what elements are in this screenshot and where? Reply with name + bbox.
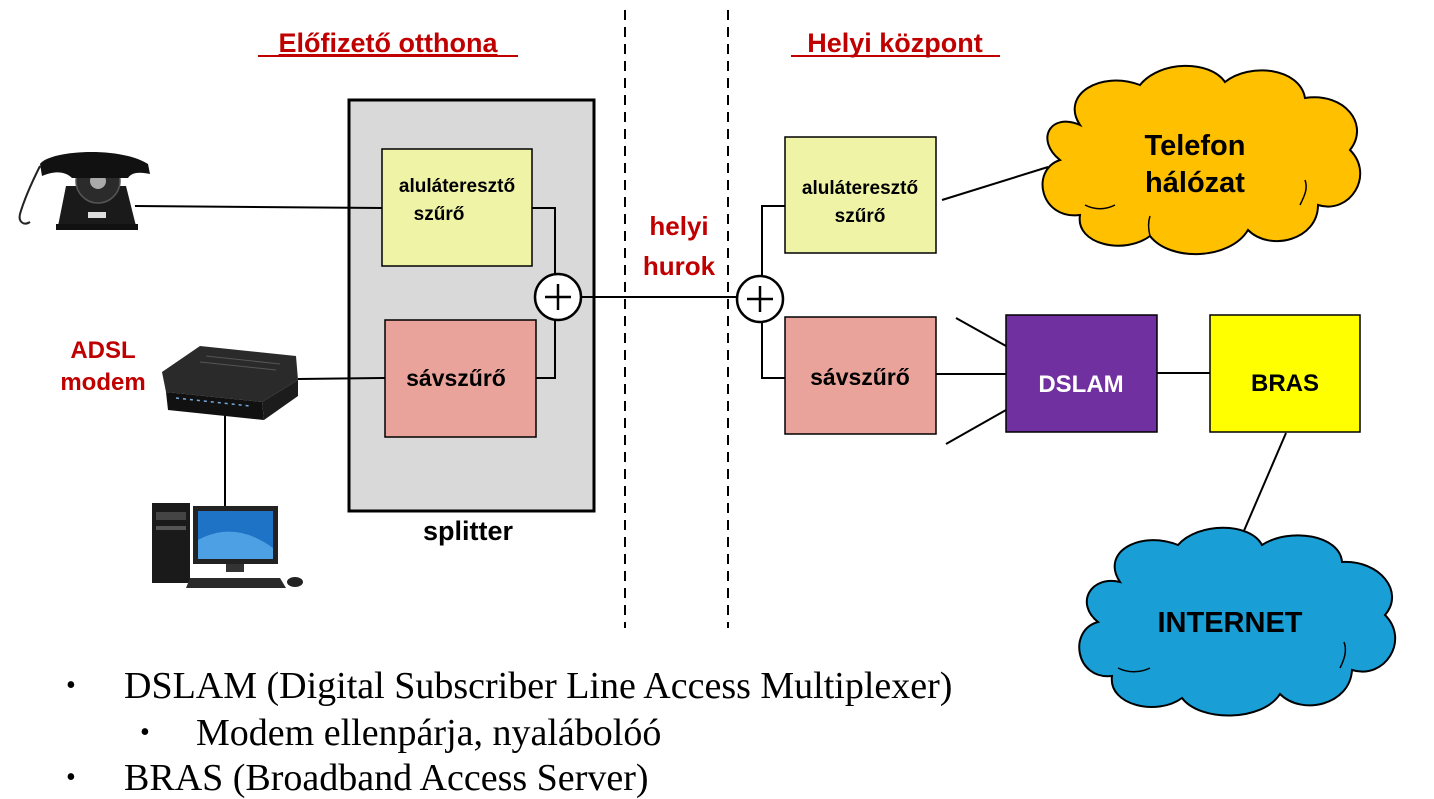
exchange-lowpass-label-2: szűrő xyxy=(835,206,886,227)
dslam-label: DSLAM xyxy=(1038,371,1123,398)
internet-label: INTERNET xyxy=(1158,607,1303,639)
exchange-bandpass-filter xyxy=(784,316,937,435)
adsl-modem-label-1: ADSL xyxy=(70,337,135,364)
local-loop-label-2: hurok xyxy=(643,251,716,281)
desktop-computer-icon xyxy=(152,503,303,588)
exchange-lowpass-filter xyxy=(784,136,937,254)
internet-cloud-icon xyxy=(1078,526,1397,717)
exchange-lowpass-label-1: aluláteresztő xyxy=(802,178,918,199)
home-lowpass-label-2: szűrő xyxy=(414,204,465,225)
exchange-sum-junction-icon xyxy=(735,274,785,324)
home-sum-junction-icon xyxy=(533,272,583,322)
phone-network-label-2: hálózat xyxy=(1145,167,1245,199)
phone-network-cloud-icon xyxy=(1041,64,1362,255)
telephone-icon xyxy=(18,151,150,230)
adsl-modem-icon xyxy=(162,346,298,420)
home-bandpass-label: sávszűrő xyxy=(406,365,506,391)
bras-label: BRAS xyxy=(1251,370,1319,397)
exchange-bandpass-label: sávszűrő xyxy=(810,364,910,390)
dslam-box xyxy=(1005,314,1158,433)
local-loop-label-1: helyi xyxy=(649,211,708,241)
adsl-modem-label-2: modem xyxy=(60,369,145,396)
home-lowpass-filter xyxy=(381,148,533,267)
header-local-exchange: Helyi központ xyxy=(807,28,983,58)
phone-network-label-1: Telefon xyxy=(1145,130,1246,162)
home-bandpass-filter xyxy=(384,319,537,438)
bras-box xyxy=(1209,314,1361,433)
header-subscriber-home: Előfizető otthona xyxy=(279,28,499,58)
home-lowpass-label-1: aluláteresztő xyxy=(399,176,515,197)
splitter-label: splitter xyxy=(423,516,514,546)
